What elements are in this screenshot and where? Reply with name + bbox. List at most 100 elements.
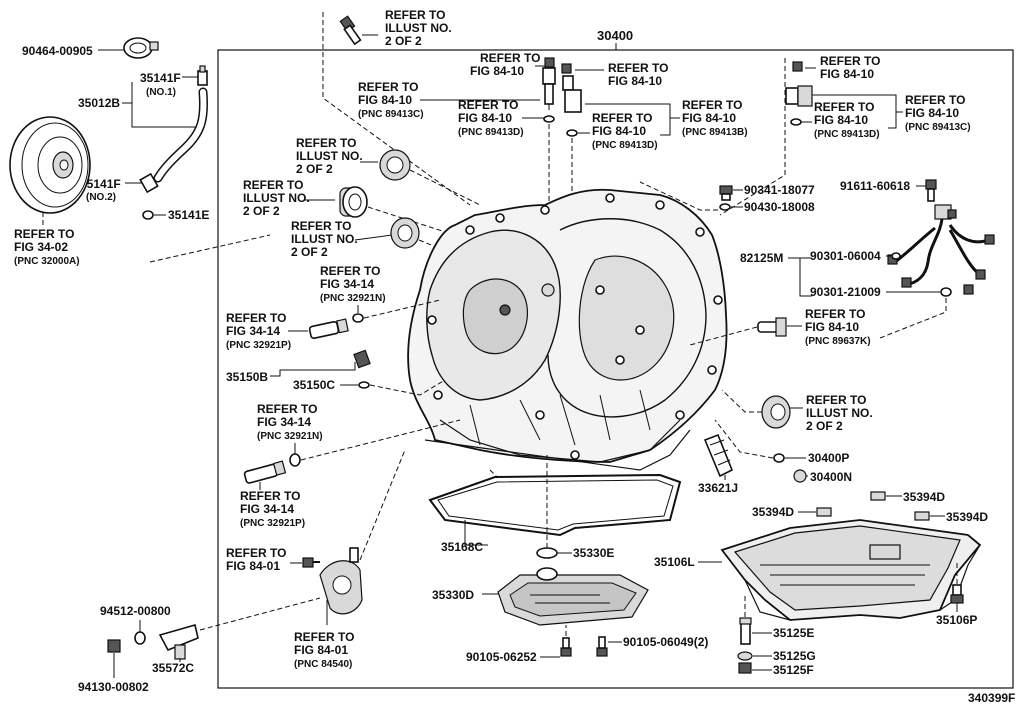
- part-35394D-a[interactable]: 35394D: [903, 490, 945, 504]
- part-35394D-b[interactable]: 35394D: [752, 505, 794, 519]
- ref-seal4-line1: REFER TO: [806, 393, 866, 407]
- part-35125F[interactable]: 35125F: [773, 663, 814, 677]
- ref-seal2-line2[interactable]: ILLUST NO.: [243, 191, 310, 205]
- ref-3414a-line1: REFER TO: [320, 264, 380, 278]
- ref-tr2-line2[interactable]: FIG 84-10: [814, 113, 868, 127]
- bolt-icon: [560, 637, 572, 657]
- part-94512-00800[interactable]: 94512-00800: [100, 604, 171, 618]
- o-ring-icon: [891, 252, 901, 260]
- ref-3414b-line2[interactable]: FIG 34-14: [226, 324, 280, 338]
- magnet-icon: [816, 507, 832, 517]
- main-part-highlight: [594, 28, 638, 43]
- ref-fig-34-02-line2[interactable]: FIG 34-02: [14, 240, 68, 254]
- ref-tr3-line2[interactable]: FIG 84-10: [905, 106, 959, 120]
- ref-3414a-line3: (PNC 32921N): [320, 293, 386, 304]
- speed-sensor-icon: [561, 63, 582, 113]
- ref-seal3-line3: 2 OF 2: [291, 245, 328, 259]
- ref-r2-line2[interactable]: FIG 84-10: [682, 111, 736, 125]
- oil-seal-icon: [339, 186, 368, 218]
- ref-3414c-line2[interactable]: FIG 34-14: [257, 415, 311, 429]
- part-35330D[interactable]: 35330D: [432, 588, 474, 602]
- ref-89637K-line3: (PNC 89637K): [805, 336, 871, 347]
- part-82125M[interactable]: 82125M: [740, 251, 783, 265]
- ref-3414d-line1: REFER TO: [240, 489, 300, 503]
- fitting-icon: [197, 65, 208, 86]
- ref-3414b-line1: REFER TO: [226, 311, 286, 325]
- part-35572C[interactable]: 35572C: [152, 661, 194, 675]
- part-35141F-no2-note: (NO.2): [86, 192, 116, 203]
- part-35168C[interactable]: 35168C: [441, 540, 483, 554]
- part-35106L[interactable]: 35106L: [654, 555, 695, 569]
- part-33621J[interactable]: 33621J: [698, 481, 738, 495]
- oil-strainer-icon: [497, 567, 649, 626]
- ref-l1-line3: (PNC 89413C): [358, 109, 424, 120]
- ref-seal4-line2[interactable]: ILLUST NO.: [806, 406, 873, 420]
- magnet-icon: [914, 511, 930, 521]
- ref-seal1-line1: REFER TO: [296, 136, 356, 150]
- ref-tr1-line2[interactable]: FIG 84-10: [820, 67, 874, 81]
- part-90105-06049[interactable]: 90105-06049(2): [623, 635, 708, 649]
- ref-top-illust-line3: 2 OF 2: [385, 34, 422, 48]
- ref-r2-line3: (PNC 89413B): [682, 127, 748, 138]
- part-90301-21009[interactable]: 90301-21009: [810, 285, 881, 299]
- drain-plug-icon: [950, 584, 964, 604]
- ref-3414d-line2[interactable]: FIG 34-14: [240, 502, 294, 516]
- part-35106P[interactable]: 35106P: [936, 613, 977, 627]
- ref-l2-line2[interactable]: FIG 84-10: [458, 111, 512, 125]
- ref-seal2-line1: REFER TO: [243, 178, 303, 192]
- ref-8401a-line1: REFER TO: [226, 546, 286, 560]
- ref-tc2-line1: REFER TO: [608, 61, 668, 75]
- part-90430-18008[interactable]: 90430-18008: [744, 200, 815, 214]
- o-ring-icon: [142, 210, 154, 220]
- o-ring-icon: [566, 129, 578, 137]
- ref-top-illust-line1: REFER TO: [385, 8, 445, 22]
- part-35141E[interactable]: 35141E: [168, 208, 209, 222]
- ref-l1-line2[interactable]: FIG 84-10: [358, 93, 412, 107]
- part-30400P[interactable]: 30400P: [808, 451, 849, 465]
- part-90301-06004[interactable]: 90301-06004: [810, 249, 881, 263]
- o-ring-icon: [543, 115, 555, 123]
- torque-converter-icon: [9, 116, 91, 214]
- part-35150C[interactable]: 35150C: [293, 378, 335, 392]
- washer-icon: [737, 651, 753, 661]
- ref-r1-line2[interactable]: FIG 84-10: [592, 124, 646, 138]
- ref-seal4-line3: 2 OF 2: [806, 419, 843, 433]
- part-35141F-no1[interactable]: 35141F: [140, 71, 181, 85]
- part-35150B[interactable]: 35150B: [226, 370, 268, 384]
- main-part-number[interactable]: 30400: [597, 28, 633, 43]
- ref-l1-line1: REFER TO: [358, 80, 418, 94]
- part-35125E[interactable]: 35125E: [773, 626, 814, 640]
- part-94130-00802[interactable]: 94130-00802: [78, 680, 149, 694]
- bolt-icon: [596, 636, 608, 657]
- part-35125G[interactable]: 35125G: [773, 649, 816, 663]
- part-35141F-no2[interactable]: 35141F: [80, 177, 121, 191]
- o-ring-icon: [790, 118, 802, 126]
- ref-seal1-line2[interactable]: ILLUST NO.: [296, 149, 363, 163]
- union-bolt-icon: [243, 460, 287, 484]
- ref-top-illust-line2[interactable]: ILLUST NO.: [385, 21, 452, 35]
- bolt-icon: [339, 15, 362, 46]
- part-90341-18077[interactable]: 90341-18077: [744, 183, 815, 197]
- o-ring-icon: [940, 287, 952, 297]
- ref-8401a-line2[interactable]: FIG 84-01: [226, 559, 280, 573]
- ref-8401b-line2[interactable]: FIG 84-01: [294, 643, 348, 657]
- part-90464-00905[interactable]: 90464-00905: [22, 44, 93, 58]
- ref-seal3-line2[interactable]: ILLUST NO.: [291, 232, 358, 246]
- plug-icon: [353, 349, 371, 369]
- ref-tr1-line1: REFER TO: [820, 54, 880, 68]
- oil-seal-icon: [761, 395, 791, 429]
- temperature-sensor-icon: [757, 317, 787, 337]
- part-35141F-no1-note: (NO.1): [146, 87, 176, 98]
- ref-tc2-line2[interactable]: FIG 84-10: [608, 74, 662, 88]
- part-30400N[interactable]: 30400N: [810, 470, 852, 484]
- part-90105-06252[interactable]: 90105-06252: [466, 650, 537, 664]
- ref-3414a-line2[interactable]: FIG 34-14: [320, 277, 374, 291]
- ref-89637K-line2[interactable]: FIG 84-10: [805, 320, 859, 334]
- part-91611-60618[interactable]: 91611-60618: [840, 179, 910, 193]
- part-35394D-c[interactable]: 35394D: [946, 510, 988, 524]
- part-35012B[interactable]: 35012B: [78, 96, 120, 110]
- part-35330E[interactable]: 35330E: [573, 546, 614, 560]
- washer-icon: [134, 631, 146, 645]
- ref-tc1-line2[interactable]: FIG 84-10: [470, 64, 524, 78]
